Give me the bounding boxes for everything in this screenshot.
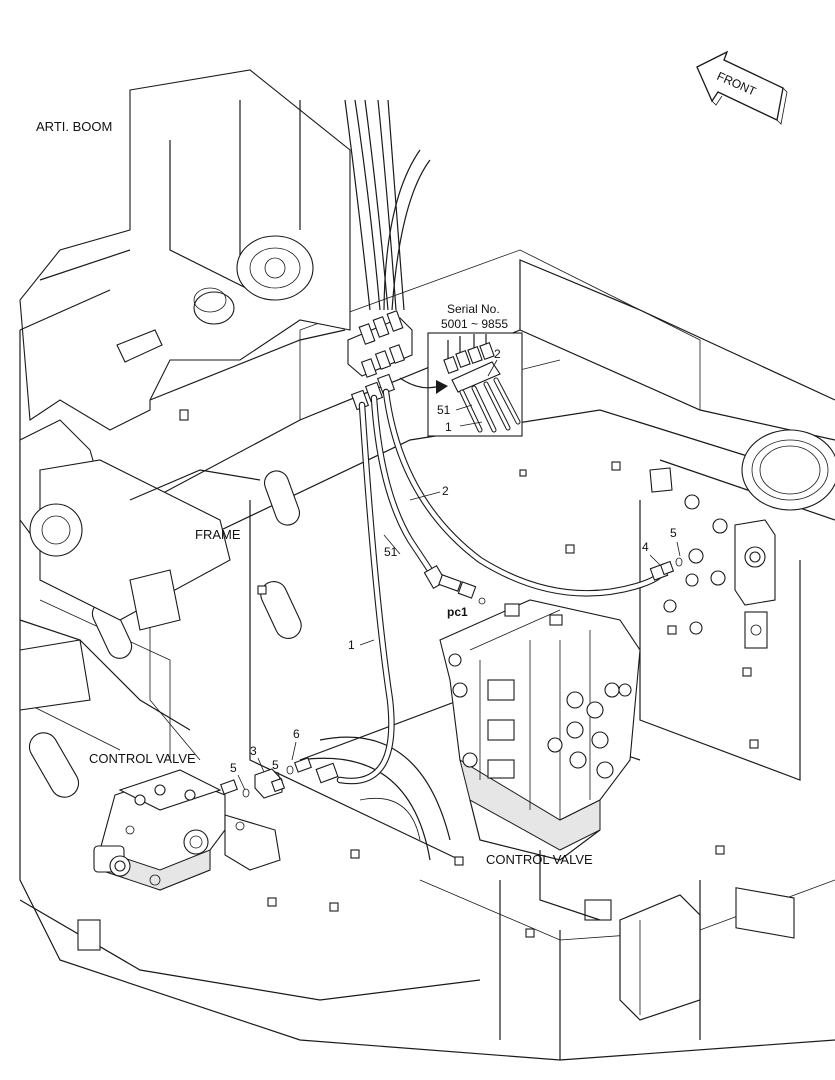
callout-hose-51: 51 (384, 545, 398, 559)
inset-callout-1: 1 (445, 420, 452, 434)
detail-arrow (399, 377, 448, 394)
callout-leaders (237, 491, 681, 791)
front-arrow-icon (696, 50, 788, 125)
arti-boom-label: ARTI. BOOM (36, 119, 112, 134)
frame-structure (19, 204, 835, 1061)
upper-hoses (344, 99, 431, 311)
callout-fitting-5-left: 5 (230, 761, 237, 775)
inset-callout-51: 51 (437, 403, 451, 417)
inset-callout-2: 2 (494, 347, 501, 361)
right-control-valve (439, 599, 641, 921)
left-control-valve (93, 769, 281, 891)
left-control-valve-label: CONTROL VALVE (89, 751, 196, 766)
callout-fitting-4: 4 (642, 540, 649, 554)
serial-range: 5001 ~ 9855 (441, 317, 508, 331)
fitting-4-right (649, 557, 683, 581)
frame-label: FRAME (195, 527, 241, 542)
left-fittings (242, 757, 339, 799)
port-pc1-label: pc1 (447, 605, 468, 619)
hose-bracket (347, 310, 413, 411)
callout-fitting-5-mid: 5 (272, 758, 279, 772)
arti-boom-structure (19, 69, 351, 731)
callout-fitting-5-right: 5 (670, 526, 677, 540)
right-control-valve-label: CONTROL VALVE (486, 852, 593, 867)
main-hoses (336, 388, 664, 785)
serial-title: Serial No. (447, 302, 500, 316)
callout-hose-1: 1 (348, 638, 355, 652)
callout-fitting-6: 6 (293, 727, 300, 741)
callout-fitting-3: 3 (250, 744, 257, 758)
pc1-fitting (423, 564, 486, 605)
callout-hose-2: 2 (442, 484, 449, 498)
